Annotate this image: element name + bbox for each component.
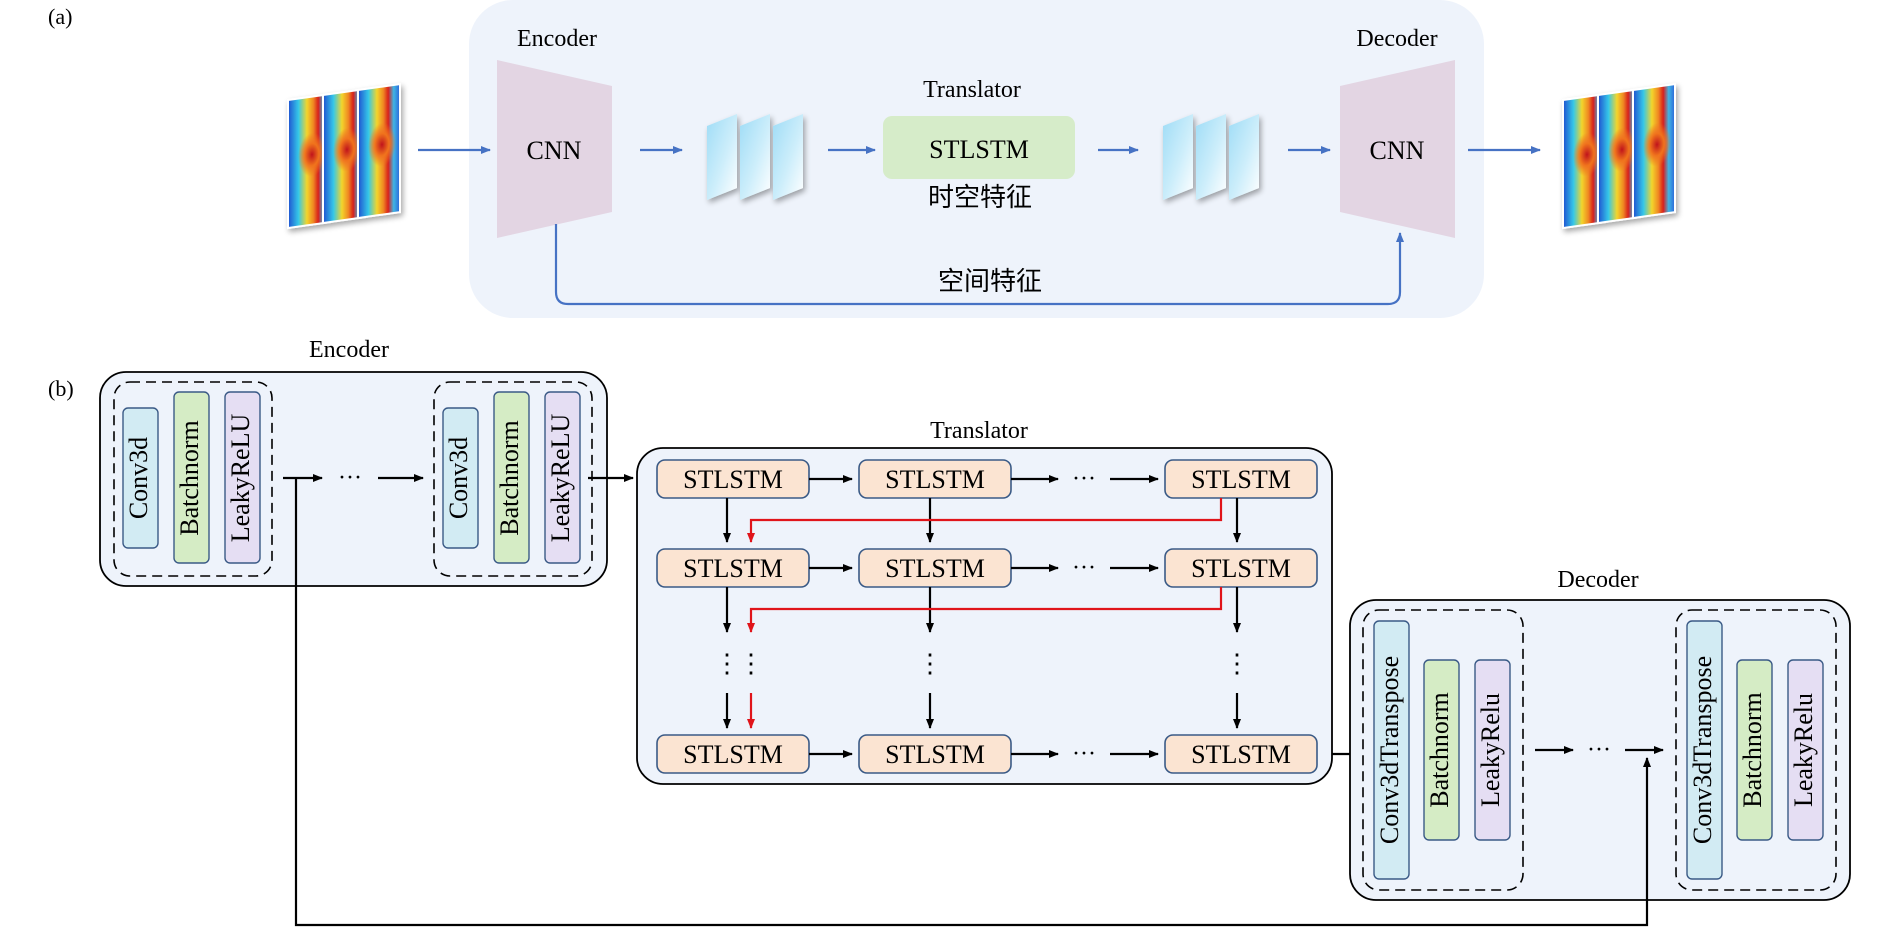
- decoder-cnn-label: CNN: [1370, 136, 1425, 165]
- decoder-batchnorm-layer: [1736, 659, 1773, 841]
- translator-row-ellipses: ··· ··· ···: [1072, 466, 1096, 767]
- a-translator-stlstm-block: [883, 116, 1075, 179]
- encoder-cnn-block: [497, 60, 612, 238]
- decoder-block-1: Conv3dTranspose Batchnorm LeakyRelu: [1362, 609, 1524, 891]
- stlstm-cell-label: STLSTM: [885, 740, 985, 769]
- decoder-cnn-block: [1340, 60, 1455, 238]
- a-translator-stlstm-label: STLSTM: [929, 135, 1029, 164]
- translator-vertical-ellipses: ⋮ ⋮ ⋮ ⋮: [714, 649, 1250, 678]
- stlstm-cell-label: STLSTM: [1191, 465, 1291, 494]
- encoder-block-2: Conv3d Batchnorm LeakyReLU: [433, 381, 593, 577]
- decoder-conv3dtranspose-label: Conv3dTranspose: [1688, 656, 1717, 844]
- decoder-conv3dtranspose-label: Conv3dTranspose: [1375, 656, 1404, 844]
- arrow-skip-connection: [554, 224, 1404, 306]
- translator-vertical-ellipsis: ⋮: [714, 649, 740, 678]
- b-translator-title: Translator: [930, 418, 1028, 444]
- encoder-conv3d-layer: [442, 407, 479, 549]
- decoded-feature-maps: [1163, 114, 1259, 200]
- encoder-batchnorm-layer: [493, 391, 530, 564]
- stlstm-cell: [1164, 548, 1318, 588]
- stlstm-cell-label: STLSTM: [683, 465, 783, 494]
- decoder-leakyrelu-layer: [1474, 659, 1511, 841]
- translator-memory-arrows: [747, 498, 1223, 729]
- decoder-conv3dtranspose-layer: [1686, 620, 1723, 880]
- translator-vertical-ellipsis: ⋮: [917, 649, 943, 678]
- stlstm-row-1: STLSTM STLSTM STLSTM: [656, 459, 1318, 499]
- stlstm-cell-label: STLSTM: [885, 465, 985, 494]
- encoder-batchnorm-label: Batchnorm: [495, 420, 524, 536]
- translator-horizontal-arrows: [809, 475, 1159, 758]
- encoder-cnn-label: CNN: [527, 136, 582, 165]
- encoder-conv3d-label: Conv3d: [124, 437, 153, 519]
- decoder-leakyrelu-label: LeakyRelu: [1789, 693, 1818, 807]
- translator-ellipsis: ···: [1072, 466, 1096, 492]
- encoder-block-1: Conv3d Batchnorm LeakyReLU: [113, 381, 273, 577]
- translator-ellipsis: ···: [1072, 555, 1096, 581]
- b-skip-connection-arrow: [294, 478, 1651, 927]
- panel-b-label: (b): [48, 376, 74, 401]
- encoded-feature-maps: [707, 114, 803, 200]
- a-translator-title: Translator: [923, 77, 1021, 103]
- stlstm-cell-label: STLSTM: [1191, 740, 1291, 769]
- stlstm-row-3: STLSTM STLSTM STLSTM: [656, 734, 1318, 774]
- encoder-batchnorm-label: Batchnorm: [175, 420, 204, 536]
- encoder-leakyrelu-label: LeakyReLU: [226, 414, 255, 543]
- spatiotemporal-feature-label: 时空特征: [928, 183, 1032, 213]
- input-heatmap-stack: [287, 82, 401, 230]
- b-decoder-title: Decoder: [1557, 567, 1638, 593]
- a-decoder-title: Decoder: [1356, 26, 1437, 52]
- encoder-leakyrelu-label: LeakyReLU: [546, 414, 575, 543]
- output-heatmap-stack: [1562, 82, 1676, 230]
- encoder-conv3d-label: Conv3d: [444, 437, 473, 519]
- encoder-leakyrelu-layer: [224, 391, 261, 564]
- stlstm-row-2: STLSTM STLSTM STLSTM: [656, 548, 1318, 588]
- stlstm-cell: [1164, 459, 1318, 499]
- translator-vertical-ellipsis: ⋮: [1224, 649, 1250, 678]
- encoder-conv3d-layer: [122, 407, 159, 549]
- decoder-ellipsis: ···: [1587, 737, 1611, 763]
- a-encoder-title: Encoder: [517, 26, 597, 52]
- decoder-conv3dtranspose-layer: [1373, 620, 1410, 880]
- decoder-leakyrelu-layer: [1787, 659, 1824, 841]
- decoder-batchnorm-layer: [1423, 659, 1460, 841]
- stlstm-cell-label: STLSTM: [683, 740, 783, 769]
- encoder-leakyrelu-layer: [544, 391, 581, 564]
- encoder-ellipsis: ···: [338, 465, 362, 491]
- decoder-batchnorm-label: Batchnorm: [1738, 692, 1767, 808]
- translator-ellipsis: ···: [1072, 741, 1096, 767]
- b-translator-container: [636, 447, 1333, 785]
- decoder-batchnorm-label: Batchnorm: [1425, 692, 1454, 808]
- stlstm-cell: [1164, 734, 1318, 774]
- spatial-feature-label: 空间特征: [938, 267, 1042, 297]
- decoder-block-2: Conv3dTranspose Batchnorm LeakyRelu: [1675, 609, 1837, 891]
- stlstm-cell-label: STLSTM: [885, 554, 985, 583]
- stlstm-cell-label: STLSTM: [683, 554, 783, 583]
- encoder-batchnorm-layer: [173, 391, 210, 564]
- panel-a-flow-arrows: [418, 146, 1541, 306]
- stlstm-grid: STLSTM STLSTM STLSTM STLSTM STLSTM STLST…: [656, 459, 1318, 774]
- translator-vertical-ellipsis: ⋮: [738, 649, 764, 678]
- panel-a-label: (a): [48, 4, 72, 29]
- b-encoder-title: Encoder: [309, 337, 389, 363]
- stlstm-cell-label: STLSTM: [1191, 554, 1291, 583]
- decoder-leakyrelu-label: LeakyRelu: [1476, 693, 1505, 807]
